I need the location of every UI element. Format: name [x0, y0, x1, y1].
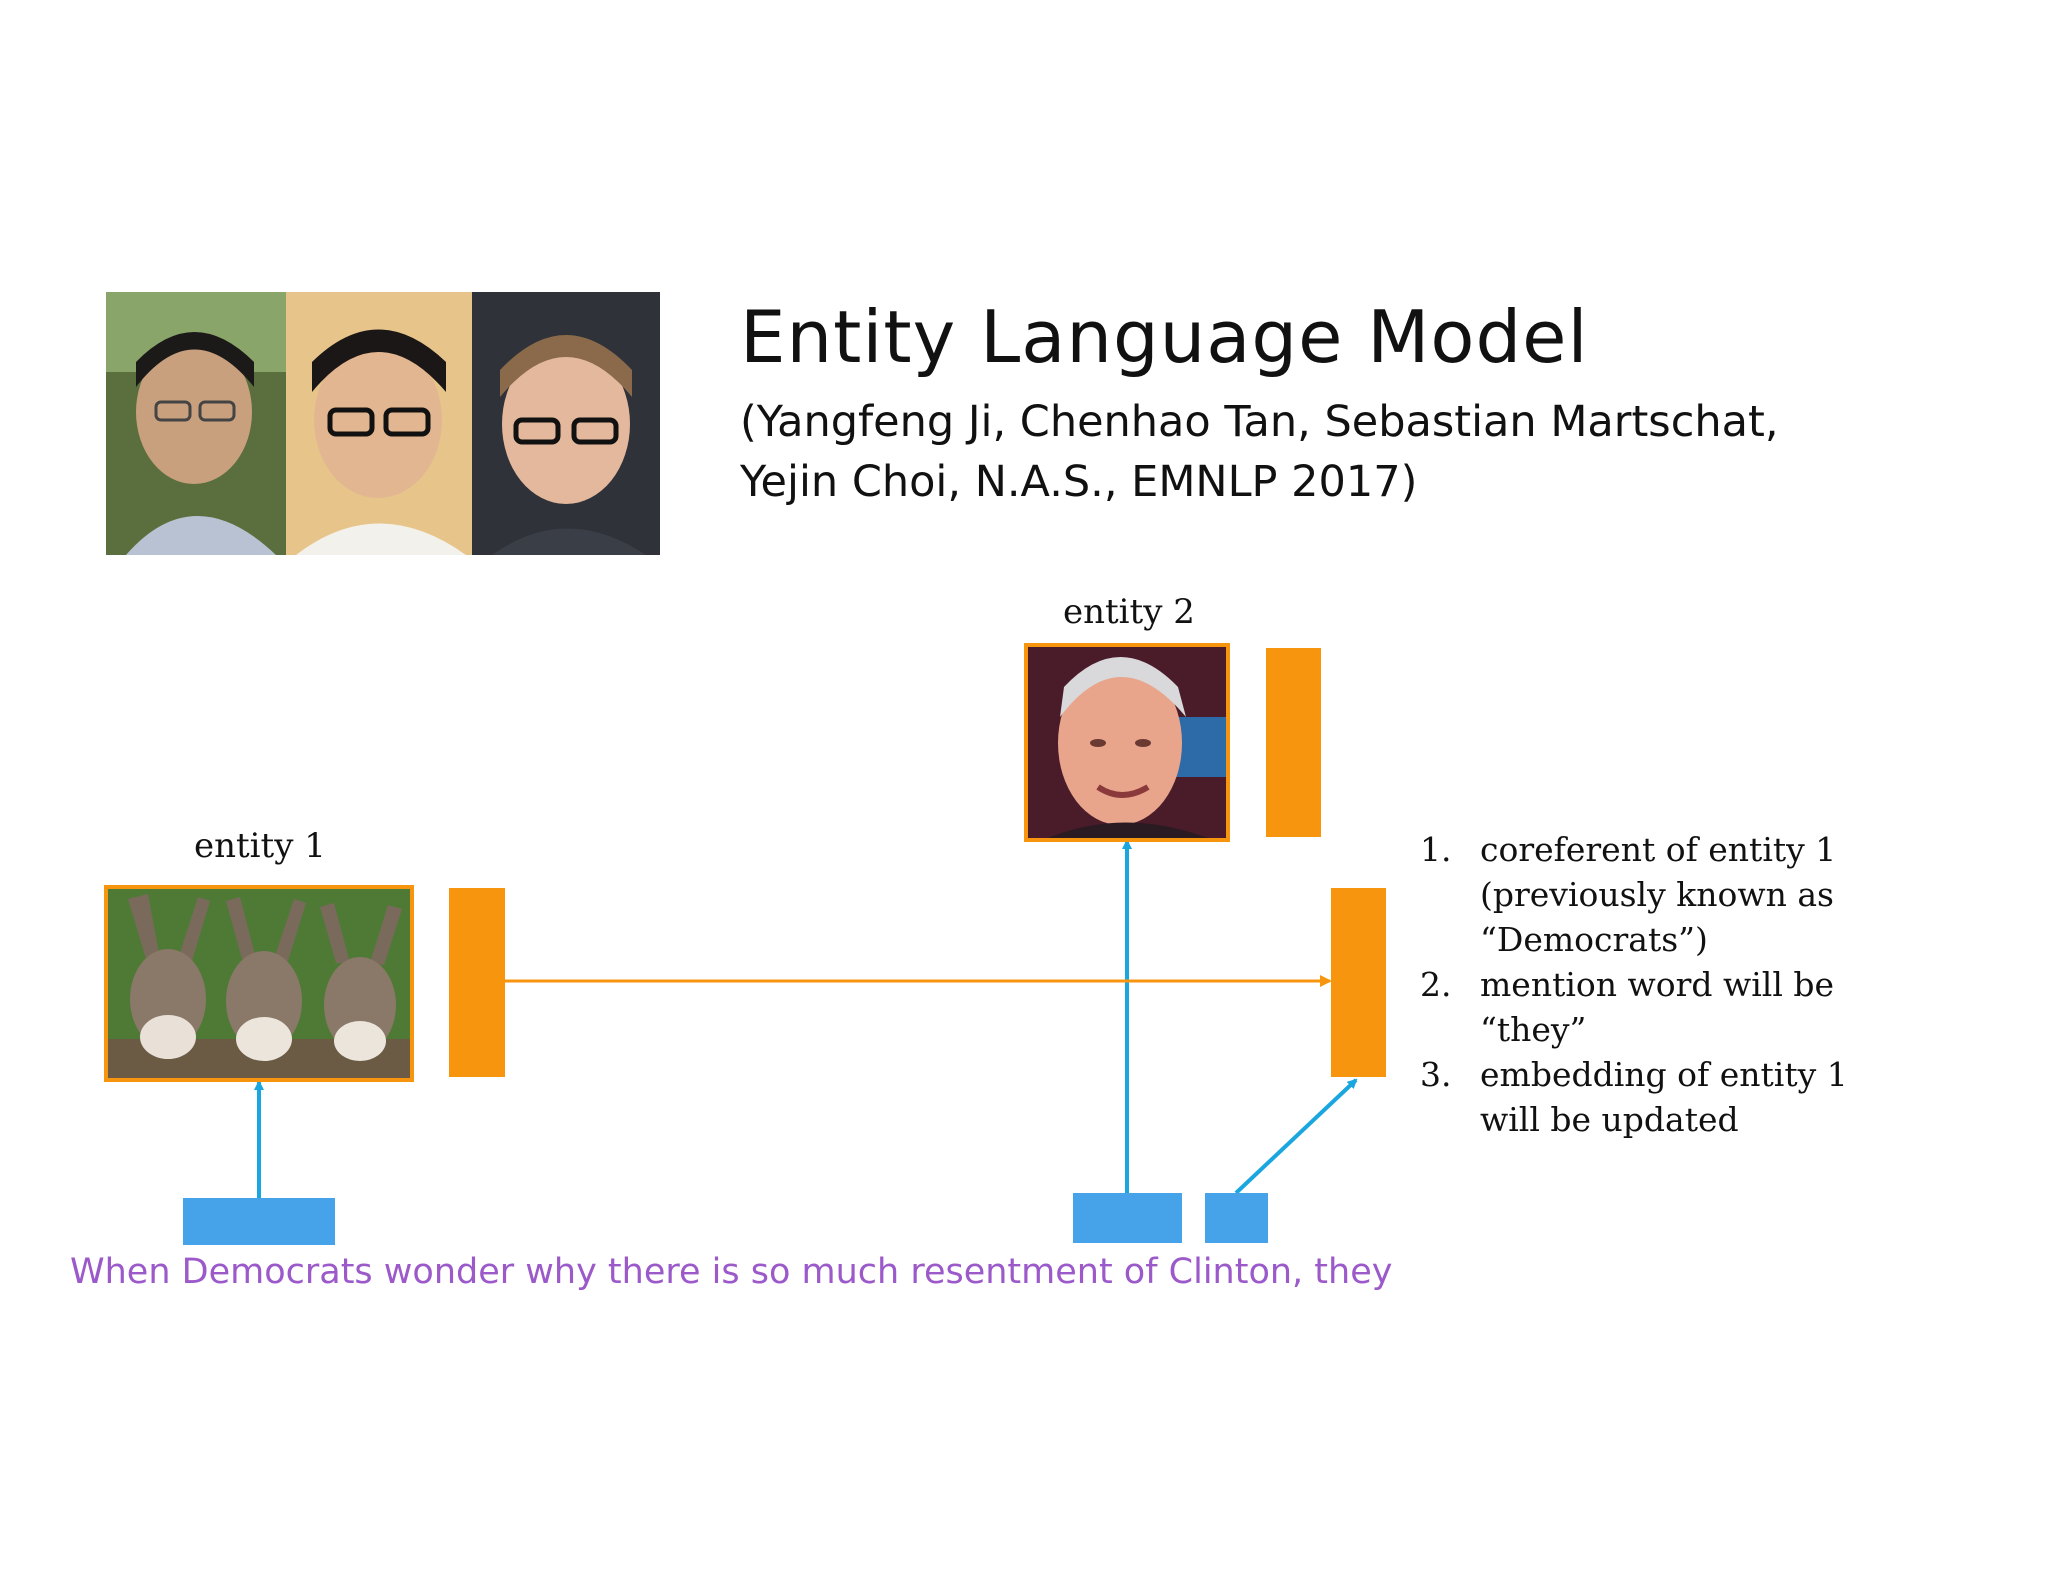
- authors: (Yangfeng Ji, Chenhao Tan, Sebastian Mar…: [740, 392, 1779, 512]
- current-state-vector: [1331, 888, 1386, 1077]
- step-item: 1. coreferent of entity 1 (previously kn…: [1420, 827, 1848, 962]
- slide-title: Entity Language Model: [740, 295, 1589, 379]
- step-number: 3.: [1420, 1055, 1452, 1094]
- step-line: “Democrats”): [1480, 920, 1708, 959]
- entity-1-vector: [449, 888, 505, 1077]
- step-number: 2.: [1420, 965, 1452, 1004]
- step-line: embedding of entity 1: [1480, 1055, 1848, 1094]
- entity-2-vector: [1266, 648, 1321, 837]
- word-embedding-democrats: [183, 1198, 335, 1245]
- word-embedding-they: [1205, 1193, 1268, 1243]
- step-line: coreferent of entity 1: [1480, 830, 1837, 869]
- step-item: 2. mention word will be “they”: [1420, 962, 1848, 1052]
- step-line: mention word will be: [1480, 965, 1835, 1004]
- entity-1-photo: [104, 885, 414, 1082]
- word-embedding-clinton: [1073, 1193, 1182, 1243]
- step-item: 3. embedding of entity 1 will be updated: [1420, 1052, 1848, 1142]
- example-sentence: When Democrats wonder why there is so mu…: [70, 1252, 1393, 1292]
- step-number: 1.: [1420, 830, 1452, 869]
- entity-2-label: entity 2: [1063, 592, 1195, 632]
- arrow-they-to-state: [1234, 1078, 1358, 1195]
- entity-2-photo: [1024, 643, 1230, 842]
- authors-line-2: Yejin Choi, N.A.S., EMNLP 2017): [740, 457, 1418, 507]
- step-line: “they”: [1480, 1010, 1587, 1049]
- step-line: (previously known as: [1480, 875, 1834, 914]
- entity-1-label: entity 1: [194, 826, 326, 866]
- steps-list: 1. coreferent of entity 1 (previously kn…: [1420, 827, 1848, 1142]
- author-photos: [106, 292, 660, 555]
- step-line: will be updated: [1480, 1100, 1739, 1139]
- authors-line-1: (Yangfeng Ji, Chenhao Tan, Sebastian Mar…: [740, 397, 1779, 447]
